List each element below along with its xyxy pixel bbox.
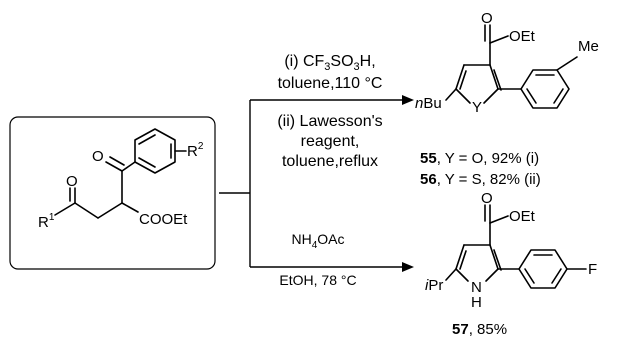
product-bottom-ring-hydrogen: H bbox=[471, 294, 482, 311]
top-arrow-head bbox=[402, 95, 414, 105]
reactant-ketone-oxygen: O bbox=[66, 173, 78, 190]
reactant-ester-label: COOEt bbox=[139, 211, 188, 228]
product-bottom-oet-label: OEt bbox=[509, 208, 536, 225]
reactant-r2-label: R2 bbox=[187, 141, 204, 160]
reactant-r1-label: R1 bbox=[38, 212, 55, 231]
product-bottom-structure: N H O OEt iPr F 57, 85% bbox=[425, 190, 597, 338]
condition-i-line2: toluene,110 °C bbox=[278, 75, 383, 92]
product-top-structure: Y O OEt nBu Me 55, Y = O, 92% (i) 56, Y … bbox=[415, 10, 599, 188]
reaction-arrows bbox=[219, 95, 414, 272]
product-bottom-fluorophenyl-double-bonds bbox=[524, 254, 562, 284]
product-bottom-fluoro-label: F bbox=[588, 261, 597, 278]
reactant-benzene-double-bonds bbox=[138, 134, 172, 168]
result-56: 56, Y = S, 82% (ii) bbox=[420, 171, 541, 188]
reactant-structure: R2 O COOEt O R1 bbox=[9, 116, 216, 270]
product-top-methyl-label: Me bbox=[578, 38, 599, 55]
top-route-conditions: (i) CF3SO3H, toluene,110 °C (ii) Lawesso… bbox=[277, 53, 382, 170]
product-top-nbu-bond bbox=[445, 88, 457, 101]
reactant-ch2-to-ketone-bond bbox=[74, 202, 99, 219]
bottom-route-conditions: NH4OAc EtOH, 78 °C bbox=[279, 231, 356, 288]
reactant-ring-to-carbonyl-bond bbox=[121, 161, 136, 172]
reactant-ketone-to-r1-bond bbox=[54, 202, 76, 216]
product-top-nbu-label: nBu bbox=[415, 95, 442, 112]
condition-i-line1: (i) CF3SO3H, bbox=[284, 53, 375, 73]
reactant-box bbox=[9, 116, 216, 270]
reactant-alpha-to-ch2-bond bbox=[97, 202, 123, 219]
reactant-alpha-to-ester-bond bbox=[121, 202, 139, 213]
result-55: 55, Y = O, 92% (i) bbox=[420, 150, 539, 167]
condition-ii-line3: toluene,reflux bbox=[282, 153, 378, 170]
product-bottom-ring-nitrogen: N bbox=[471, 279, 482, 296]
product-bottom-ipr-bond bbox=[445, 268, 457, 281]
condition-solvent: EtOH, 78 °C bbox=[279, 272, 356, 288]
product-bottom-pyrrole-ring bbox=[455, 244, 502, 282]
product-top-oet-label: OEt bbox=[509, 28, 536, 45]
product-bottom-carbonyl-oxygen: O bbox=[481, 190, 493, 207]
product-top-tolyl-double-bonds bbox=[526, 74, 564, 104]
condition-reagent: NH4OAc bbox=[291, 231, 344, 251]
product-bottom-ipr-label: iPr bbox=[425, 277, 443, 294]
condition-ii-line1: (ii) Lawesson's bbox=[277, 113, 382, 130]
product-top-heterocycle bbox=[455, 64, 502, 104]
reactant-acyl-co-bond bbox=[105, 161, 123, 172]
product-top-carbonyl-oxygen: O bbox=[481, 10, 493, 27]
product-top-tolyl-ring bbox=[520, 69, 570, 109]
result-57: 57, 85% bbox=[452, 321, 507, 338]
product-top-heteroatom: Y bbox=[472, 99, 482, 116]
condition-ii-line2: reagent, bbox=[301, 133, 360, 150]
reactant-acyl-oxygen: O bbox=[92, 148, 104, 165]
product-top-methyl-bond bbox=[556, 56, 578, 71]
bottom-arrow-head bbox=[402, 262, 414, 272]
